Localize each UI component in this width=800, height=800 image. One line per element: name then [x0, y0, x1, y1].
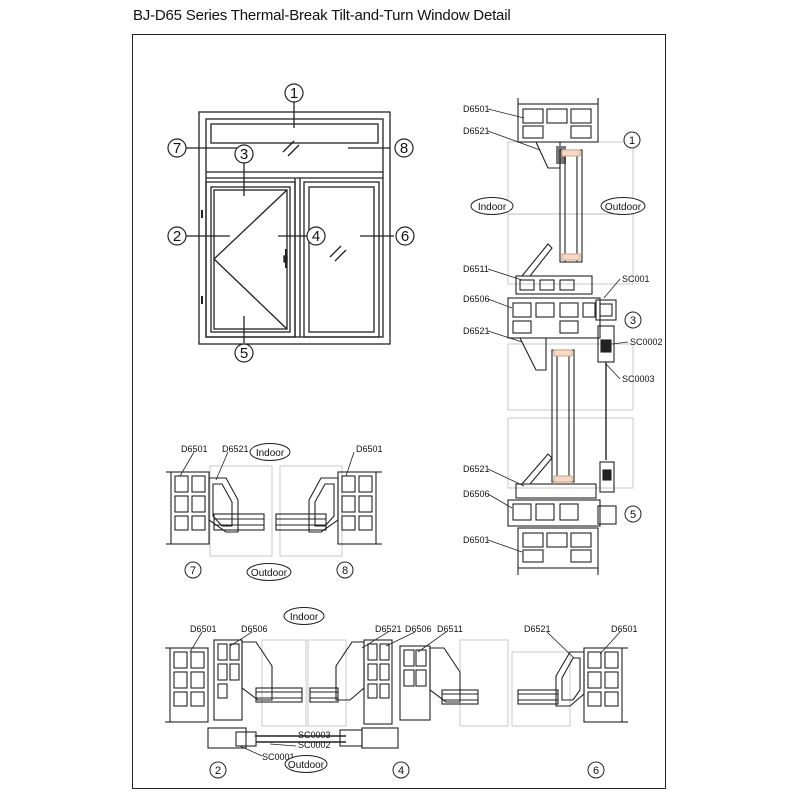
s78-marker-8: 8	[336, 561, 354, 579]
drawing-border	[132, 34, 666, 789]
marker-6: 6	[395, 226, 415, 246]
s246-marker-4: 4	[392, 761, 410, 779]
svg-text:1: 1	[290, 85, 298, 102]
vs-indoor-tag: Indoor	[470, 197, 514, 215]
marker-5: 5	[234, 343, 254, 363]
label-d6501-bottom: D6501	[463, 535, 490, 545]
label-sc0003: SC0003	[622, 374, 655, 384]
svg-text:Outdoor: Outdoor	[288, 760, 325, 771]
label-246-d6501-left: D6501	[190, 624, 217, 634]
s78-marker-7: 7	[184, 561, 202, 579]
label-sc001: SC001	[622, 274, 650, 284]
label-sc0002: SC0002	[630, 337, 663, 347]
s246-outdoor-tag: Outdoor	[284, 755, 328, 773]
svg-text:2: 2	[215, 765, 221, 777]
label-d6506-bottom: D6506	[463, 489, 490, 499]
vertical-section	[487, 98, 634, 575]
label-246-d6506-mid: D6506	[405, 624, 432, 634]
label-d6521-bottom: D6521	[463, 464, 490, 474]
svg-text:Outdoor: Outdoor	[251, 568, 288, 579]
svg-text:8: 8	[400, 140, 408, 157]
section-7-8-labels: D6501 D6521 D6501 Indoor Outdoor 7 8	[181, 443, 383, 581]
label-246-sc0003: SC0003	[298, 730, 331, 740]
label-d6521-mid: D6521	[463, 326, 490, 336]
svg-text:2: 2	[173, 228, 181, 245]
label-78-d6501-right: D6501	[356, 444, 383, 454]
vs-outdoor-tag: Outdoor	[600, 197, 646, 215]
svg-text:Indoor: Indoor	[478, 202, 507, 213]
svg-text:1: 1	[629, 135, 635, 147]
svg-text:4: 4	[312, 228, 320, 245]
window-elevation	[186, 102, 394, 345]
svg-text:5: 5	[240, 345, 248, 362]
vertical-section-labels: D6501 D6521 1 Indoor Outdoor D6511 D6506…	[463, 104, 663, 545]
label-d6511: D6511	[463, 264, 489, 274]
marker-2: 2	[167, 226, 187, 246]
label-78-d6521: D6521	[222, 444, 249, 454]
vs-marker-5: 5	[624, 505, 642, 523]
section-2-4-6-labels: Indoor D6501 D6506 D6521 D6506 D6511 D65…	[190, 607, 638, 779]
svg-text:3: 3	[240, 146, 248, 163]
label-246-d6501-right: D6501	[611, 624, 638, 634]
marker-7: 7	[167, 138, 187, 158]
elevation-markers: 1 7 8 3 2 4 6 5	[167, 83, 415, 363]
s78-outdoor-tag: Outdoor	[246, 563, 292, 581]
svg-text:7: 7	[173, 140, 181, 157]
vs-marker-1: 1	[623, 131, 641, 149]
label-246-d6521-mid: D6521	[375, 624, 402, 634]
label-246-d6511: D6511	[437, 624, 463, 634]
marker-4: 4	[306, 226, 326, 246]
svg-text:Outdoor: Outdoor	[605, 202, 642, 213]
label-d6501-top: D6501	[463, 104, 490, 114]
svg-text:4: 4	[398, 765, 404, 777]
svg-text:7: 7	[190, 565, 196, 577]
marker-1: 1	[284, 83, 304, 103]
svg-text:3: 3	[630, 315, 636, 327]
section-7-8	[166, 451, 382, 557]
drawing-title: BJ-D65 Series Thermal-Break Tilt-and-Tur…	[133, 7, 511, 24]
label-246-sc0001: SC0001	[262, 752, 295, 762]
svg-text:5: 5	[630, 509, 636, 521]
marker-3: 3	[234, 144, 254, 164]
svg-text:8: 8	[342, 565, 348, 577]
marker-8: 8	[394, 138, 414, 158]
svg-text:Indoor: Indoor	[290, 612, 319, 623]
s78-indoor-tag: Indoor	[249, 443, 291, 461]
vs-marker-3: 3	[624, 311, 642, 329]
label-246-d6506-left: D6506	[241, 624, 268, 634]
s246-marker-6: 6	[587, 761, 605, 779]
label-78-d6501-left: D6501	[181, 444, 208, 454]
s246-marker-2: 2	[209, 761, 227, 779]
svg-text:6: 6	[401, 228, 409, 245]
label-246-sc0002: SC0002	[298, 740, 331, 750]
s246-indoor-tag: Indoor	[283, 607, 325, 625]
svg-text:6: 6	[593, 765, 599, 777]
label-d6506-mid: D6506	[463, 294, 490, 304]
section-2-4-6	[165, 631, 628, 757]
svg-text:Indoor: Indoor	[256, 448, 285, 459]
label-d6521-top: D6521	[463, 126, 490, 136]
label-246-d6521-right: D6521	[524, 624, 551, 634]
